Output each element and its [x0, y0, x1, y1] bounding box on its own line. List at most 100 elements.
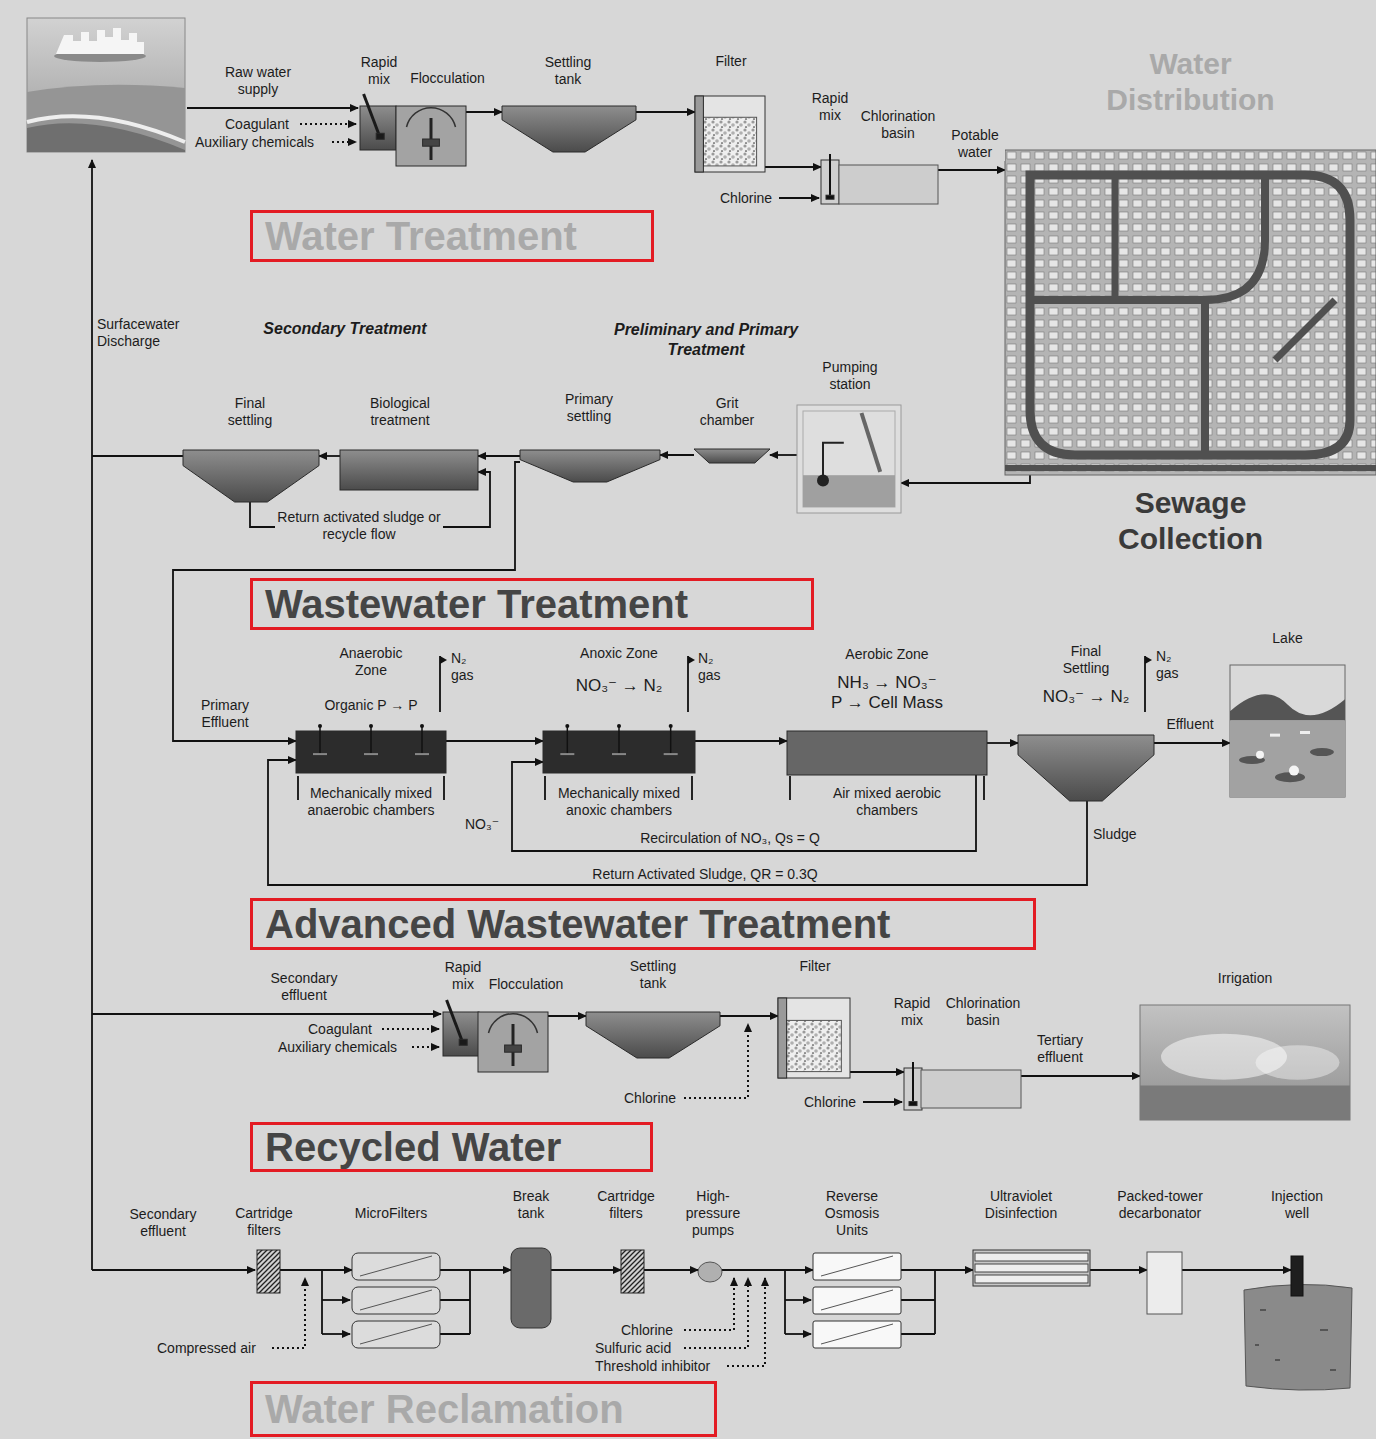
- process-unit: Pumping station: [800, 359, 900, 513]
- process-unit: Filter: [785, 958, 845, 1078]
- unit-shape: [904, 1068, 922, 1110]
- drawing-part: [322, 1333, 350, 1335]
- unit-label: Mechanically mixed anaerobic chambers: [296, 785, 446, 819]
- drawing-part: [621, 1250, 644, 1293]
- note-label: Chlorine: [804, 1094, 864, 1111]
- drawing-part: [797, 405, 901, 513]
- flow-arrow: [901, 475, 1030, 483]
- unit-shape: [821, 160, 839, 204]
- process-unit: Grit chamber: [692, 395, 762, 463]
- drawing: [586, 1012, 720, 1058]
- unit-shape: [1291, 1256, 1303, 1296]
- note-label: Raw water supply: [218, 64, 298, 98]
- drawing-part: [376, 133, 384, 139]
- process-unit: Lake: [1230, 630, 1345, 797]
- drawing: [797, 405, 901, 513]
- note-label: Chlorine: [621, 1322, 681, 1339]
- flow-label: Potable water: [945, 127, 1005, 161]
- note-label: Secondary effluent: [123, 1206, 203, 1240]
- drawing-part: [92, 1269, 255, 1271]
- section-title-box: Water Treatment: [250, 210, 654, 262]
- note-label: Compressed air: [157, 1340, 272, 1357]
- drawing-part: [459, 1039, 467, 1045]
- note-label: Secondary effluent: [264, 970, 344, 1004]
- drawing-part: [839, 165, 938, 204]
- drawing-part: [787, 731, 987, 775]
- drawing: [296, 731, 446, 773]
- drawing-part: [785, 1333, 811, 1335]
- note-label: Auxiliary chemicals: [278, 1039, 418, 1056]
- flow-arrow: [1021, 1075, 1140, 1077]
- unit-label: Cartridge filters: [229, 1205, 299, 1239]
- note-label: N₂ gas: [698, 650, 726, 684]
- drawing-part: [821, 1290, 893, 1310]
- unit-label: Flocculation: [400, 70, 495, 87]
- unit-label: Rapid mix: [350, 54, 408, 88]
- drawing-part: [784, 1270, 786, 1334]
- drawing-part: [92, 108, 1298, 1345]
- drawing-part: [360, 1324, 432, 1344]
- flow-arrow: [548, 1015, 586, 1017]
- drawing-part: [187, 107, 358, 109]
- drawing-part: [340, 450, 478, 490]
- drawing-part: [352, 1321, 440, 1348]
- label-group: Sewage Collection: [1005, 485, 1376, 557]
- process-unit: Final settling: [210, 395, 290, 502]
- unit-shape: [973, 1250, 1090, 1286]
- unit-label: MicroFilters: [340, 1205, 442, 1222]
- flow-arrow: [268, 760, 1087, 885]
- unit-shape: [797, 405, 901, 513]
- unit-shape: [1005, 150, 1376, 475]
- drawing: [1291, 1256, 1303, 1296]
- unit-label: Filter: [785, 958, 845, 975]
- drawing: [1230, 665, 1345, 797]
- flow-label: Return activated sludge or recycle flow: [275, 509, 443, 543]
- flow-label: Recirculation of NO₃, Qs = Q: [600, 830, 860, 847]
- process-unit: Flocculation: [400, 70, 495, 166]
- drawing-part: [382, 1028, 439, 1030]
- flow-arrow: [446, 740, 543, 742]
- label-group: Mechanically mixed anoxic chambers: [543, 785, 695, 819]
- unit-shape: [443, 1012, 479, 1056]
- process-unit: Settling tank: [530, 54, 606, 152]
- unit-label: P → Cell Mass: [787, 693, 987, 713]
- drawing-part: [975, 1275, 1088, 1283]
- drawing-part: [778, 998, 787, 1078]
- drawing: [904, 1068, 922, 1110]
- drawing-part: [787, 1020, 842, 1071]
- flow-arrow: [770, 454, 797, 456]
- title-frame: Advanced Wastewater Treatment: [250, 898, 1036, 950]
- unit-label: Air mixed aerobic chambers: [831, 785, 943, 819]
- drawing-part: [803, 475, 895, 507]
- label-group: Mechanically mixed anaerobic chambers: [296, 785, 446, 819]
- unit-label: NH₃ → NO₃⁻: [787, 673, 987, 693]
- process-unit: Cartridge filters: [588, 1188, 664, 1293]
- drawing-part: [1291, 1256, 1303, 1296]
- drawing-part: [313, 753, 327, 755]
- flow-label: Return Activated Sludge, QR = 0.3Q: [560, 866, 850, 883]
- section-title: Water Reclamation: [265, 1387, 624, 1431]
- note-label: Threshold inhibitor: [595, 1358, 725, 1375]
- unit-label: Water Distribution: [1076, 46, 1306, 118]
- process-unit: Irrigation: [1140, 970, 1350, 1120]
- drawing-part: [364, 94, 380, 137]
- drawing: [352, 1252, 440, 1352]
- process-unit: Ultraviolet Disinfection: [960, 1188, 1082, 1286]
- unit-label: Settling tank: [615, 958, 691, 992]
- drawing-part: [364, 753, 378, 755]
- label-group: Air mixed aerobic chambers: [787, 785, 987, 819]
- unit-shape: [543, 731, 695, 773]
- flow-arrow: [1182, 1269, 1291, 1271]
- drawing: [1005, 150, 1376, 475]
- drawing-part: [1030, 300, 1205, 455]
- section-title-box: Advanced Wastewater Treatment: [250, 898, 1036, 950]
- drawing-part: [505, 1045, 522, 1052]
- drawing: [511, 1248, 551, 1328]
- drawing-part: [901, 1270, 935, 1334]
- process-unit: Injection well: [1262, 1188, 1332, 1296]
- unit-label: Ultraviolet Disinfection: [971, 1188, 1071, 1222]
- unit-shape: [183, 450, 319, 502]
- unit-label: Organic P → P: [296, 697, 446, 714]
- drawing: [543, 731, 695, 773]
- drawing: [520, 450, 660, 482]
